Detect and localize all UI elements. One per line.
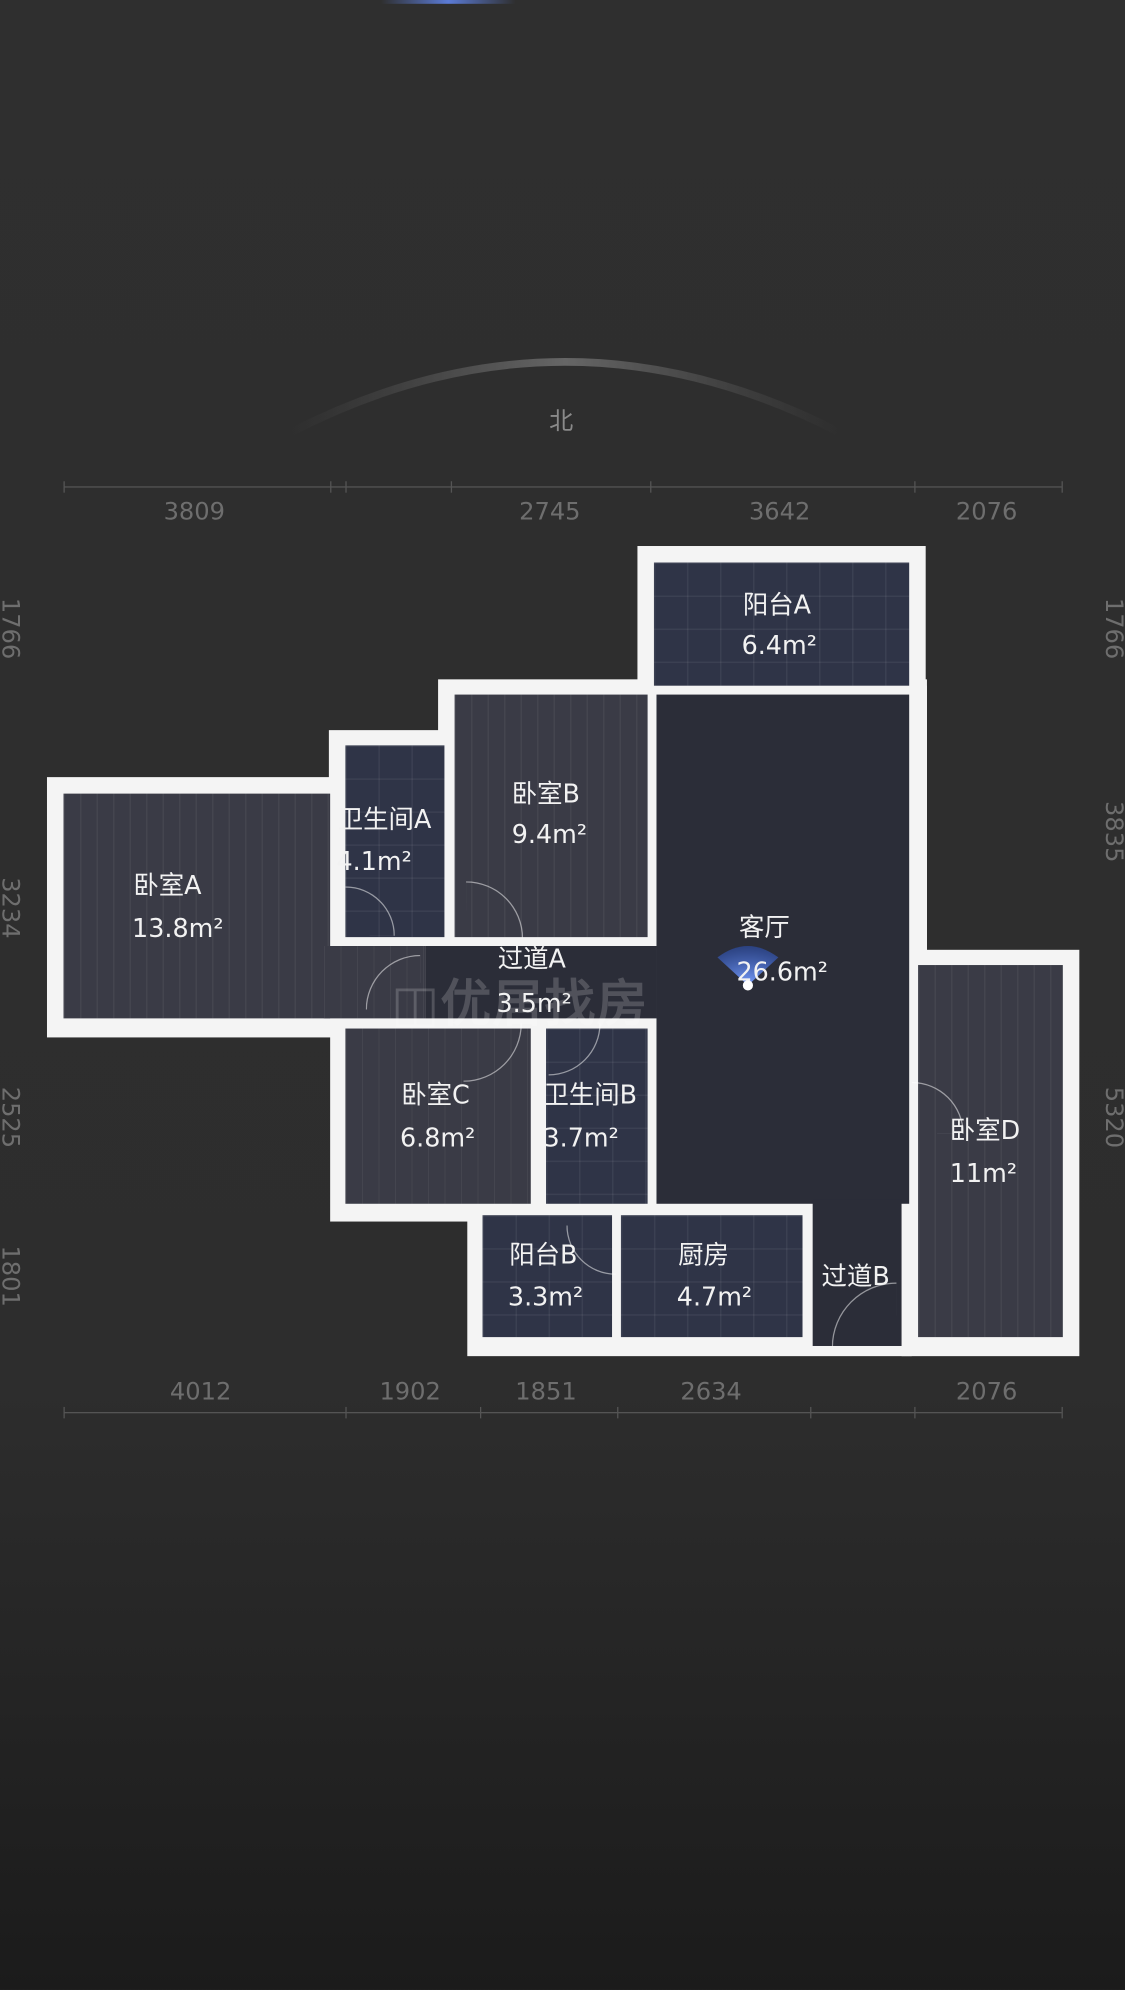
watermark-text: 优居找房: [440, 975, 649, 1034]
room-name: 过道A: [497, 943, 566, 974]
left-dim-label: 1766: [0, 597, 25, 660]
room-bedroom-d[interactable]: [918, 965, 1063, 1338]
room-area: 13.8m²: [132, 912, 224, 944]
room-area: 3.7m²: [543, 1122, 619, 1153]
left-dim-label: 3234: [0, 877, 25, 939]
room-balcony-b[interactable]: [482, 1215, 613, 1338]
tick: [617, 1406, 619, 1419]
room-area: 4.1m²: [336, 845, 412, 877]
room-bathroom-b[interactable]: [546, 1028, 648, 1204]
watermark-logo: ◫优居找房: [391, 975, 649, 1034]
room-kitchen[interactable]: [620, 1215, 803, 1338]
room-hall-a[interactable]: [425, 946, 657, 1019]
room-area: 11m²: [949, 1158, 1018, 1189]
tick: [345, 481, 347, 493]
room-name: 阳台B: [509, 1239, 578, 1270]
tick: [345, 1406, 347, 1419]
bottom-dim-label: 1851: [515, 1377, 577, 1406]
bottom-dim-label: 1902: [379, 1377, 441, 1406]
page-indicator: [380, 0, 516, 4]
room-name: 卧室D: [949, 1114, 1021, 1146]
compass-north-label: 北: [549, 407, 574, 436]
right-dim-label: 3835: [1099, 801, 1125, 863]
right-dim-label: 5320: [1099, 1086, 1125, 1149]
room-bedroom-a[interactable]: [63, 793, 331, 1019]
tick: [479, 1406, 482, 1419]
room-area: 6.4m²: [741, 629, 817, 661]
room-area: 26.6m²: [736, 956, 828, 987]
bottom-dim-label: 4012: [169, 1377, 232, 1406]
top-dimension-line: [63, 486, 1062, 488]
room-name: 卫生间B: [543, 1079, 638, 1110]
left-dim-label: 1801: [0, 1245, 25, 1307]
top-dim-label: 2745: [519, 497, 581, 526]
camera-view-icon[interactable]: [712, 940, 783, 993]
tick: [914, 481, 916, 493]
room-name: 客厅: [739, 911, 790, 943]
top-dim-label: 3809: [163, 497, 225, 526]
tick: [650, 481, 652, 493]
room-bedroom-c[interactable]: [345, 1028, 531, 1204]
room-area: 3.5m²: [496, 987, 572, 1019]
tick: [63, 1406, 65, 1419]
tick: [1061, 1406, 1063, 1419]
room-area: 3.3m²: [507, 1281, 584, 1312]
room-name: 卧室B: [511, 778, 580, 809]
bottom-dim-label: 2634: [680, 1377, 742, 1406]
room-area: 6.8m²: [399, 1122, 476, 1153]
bottom-dimension-line: [63, 1412, 1062, 1414]
room-bedroom-a-ext: [323, 946, 426, 1019]
tick: [1061, 481, 1063, 493]
tick: [810, 1406, 812, 1419]
left-dim-label: 2525: [0, 1086, 25, 1149]
tick: [63, 481, 65, 493]
top-dim-label: 2076: [955, 497, 1018, 526]
bottom-dim-label: 2076: [955, 1377, 1018, 1406]
tick: [450, 481, 453, 493]
tick: [914, 1406, 916, 1419]
room-living[interactable]: [656, 694, 910, 1204]
tick: [330, 481, 332, 493]
top-dim-label: 3642: [748, 497, 811, 526]
room-name: 卧室A: [133, 869, 202, 901]
room-name: 阳台A: [742, 589, 812, 620]
right-dim-label: 1766: [1099, 597, 1125, 660]
room-name: 过道B: [821, 1260, 890, 1292]
room-name: 厨房: [678, 1239, 729, 1270]
room-hall-b[interactable]: [812, 1199, 902, 1346]
room-name: 卧室C: [401, 1079, 470, 1110]
room-name: 卫生间A: [337, 803, 432, 835]
room-balcony-a[interactable]: [653, 562, 910, 686]
room-area: 4.7m²: [676, 1281, 753, 1312]
room-area: 9.4m²: [511, 819, 588, 850]
compass-arc: [290, 358, 840, 436]
